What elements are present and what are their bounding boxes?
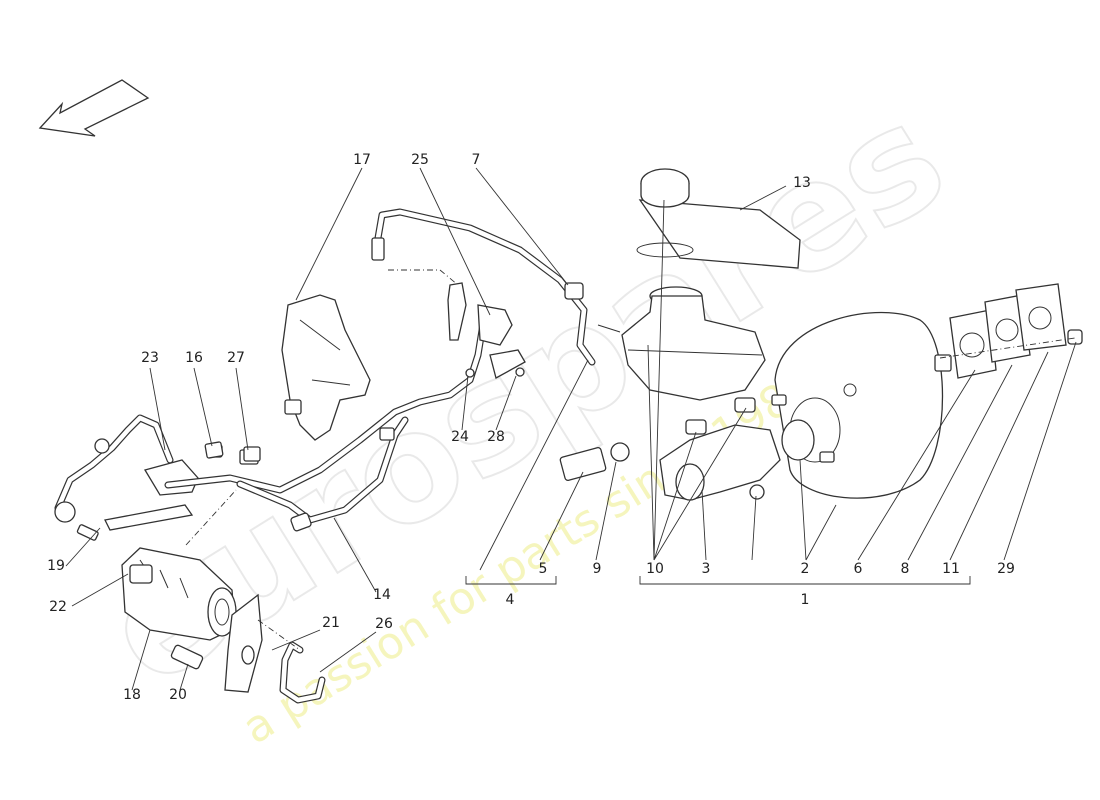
callout-29: 29	[997, 561, 1015, 577]
callout-14: 14	[373, 587, 391, 603]
callout-8: 8	[901, 561, 910, 577]
brake-booster	[771, 283, 1083, 499]
callout-9: 9	[593, 561, 602, 577]
callout-18: 18	[123, 687, 141, 703]
callout-28: 28	[487, 429, 505, 445]
reservoir-master-cylinder	[559, 168, 801, 501]
callout-17: 17	[353, 152, 371, 168]
callout-13: 13	[793, 175, 811, 191]
callouts: 1 2 3 4 5 6 7 8 9 10 11 13 14 16 17 18 1…	[47, 152, 1015, 703]
callout-2: 2	[801, 561, 810, 577]
callout-26: 26	[375, 616, 393, 632]
callout-4: 4	[506, 592, 515, 608]
callout-22: 22	[49, 599, 67, 615]
callout-19: 19	[47, 558, 65, 574]
callout-1: 1	[801, 592, 810, 608]
callout-7: 7	[472, 152, 481, 168]
bracket-assembly	[204, 282, 584, 462]
callout-10: 10	[646, 561, 664, 577]
callout-25: 25	[411, 152, 429, 168]
callout-16: 16	[185, 350, 203, 366]
pump-assembly	[54, 414, 326, 704]
callout-21: 21	[322, 615, 340, 631]
callout-5: 5	[539, 561, 548, 577]
callout-6: 6	[854, 561, 863, 577]
callout-3: 3	[702, 561, 711, 577]
leader-lines	[65, 167, 1077, 691]
callout-11: 11	[942, 561, 960, 577]
callout-20: 20	[169, 687, 187, 703]
callout-24: 24	[451, 429, 469, 445]
callout-23: 23	[141, 350, 159, 366]
callout-27: 27	[227, 350, 245, 366]
arrow-down-left-icon	[38, 79, 150, 137]
